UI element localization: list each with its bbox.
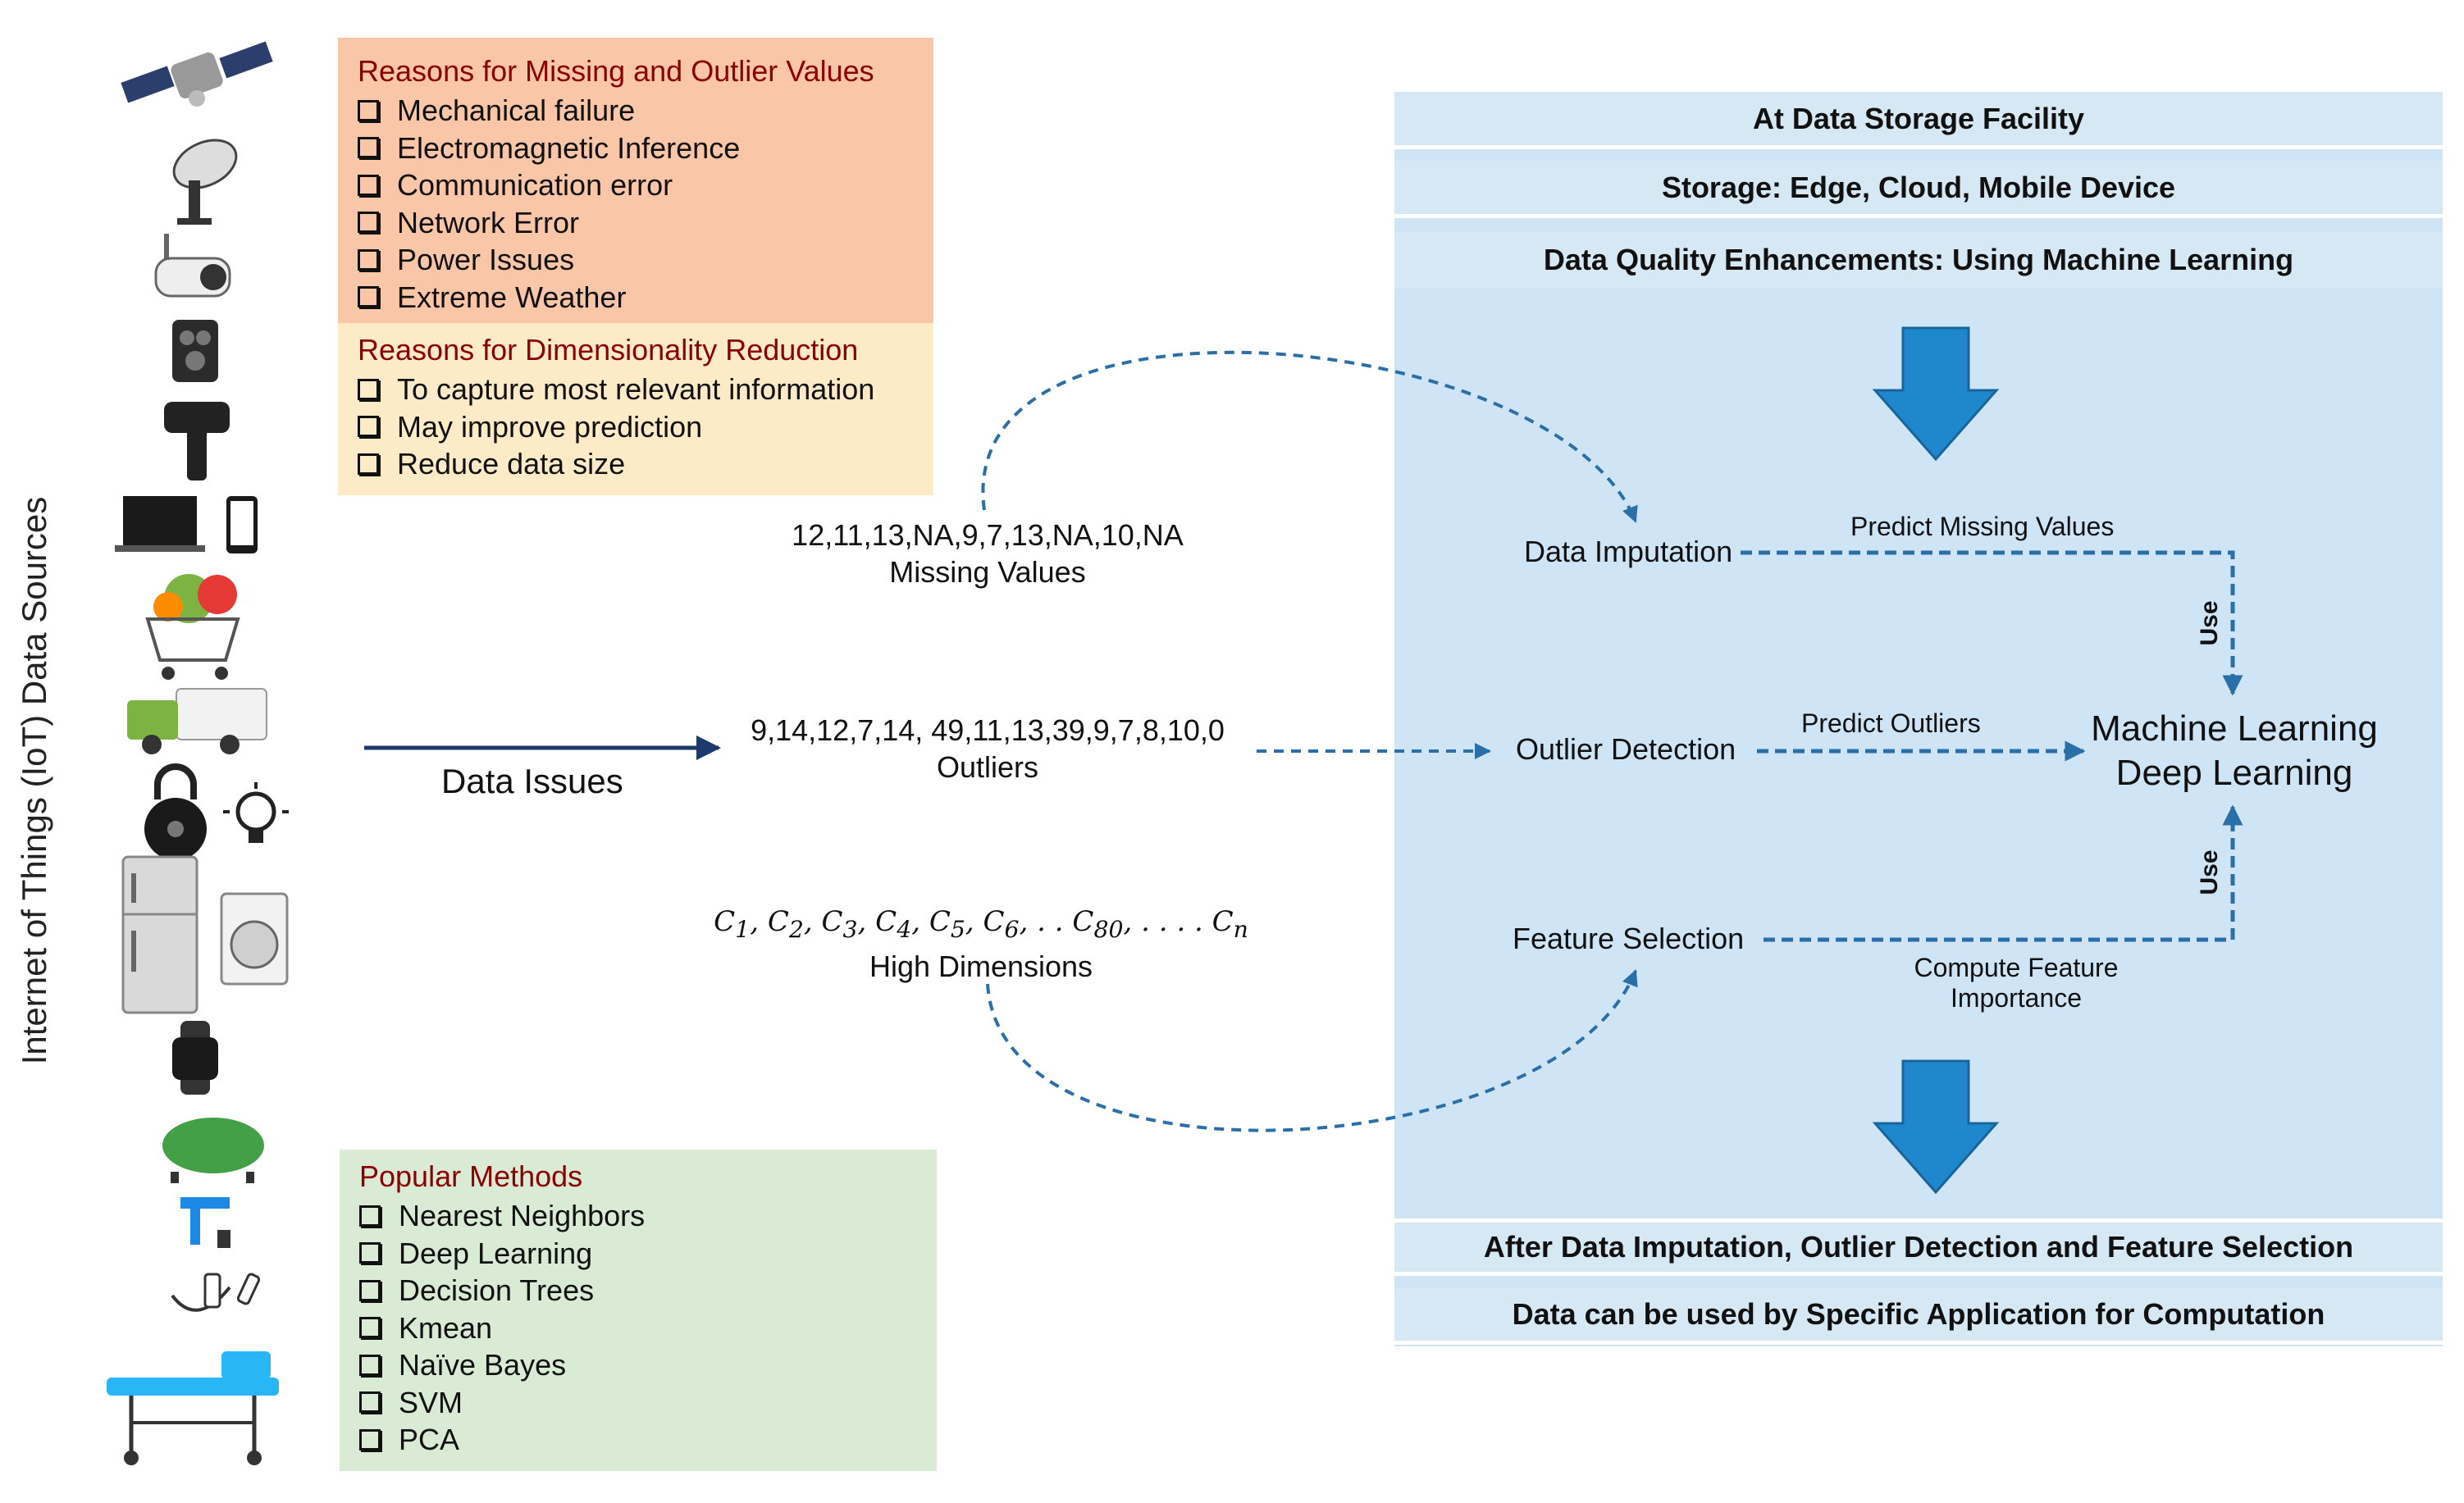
deep-learning-label: Deep Learning xyxy=(2115,753,2353,793)
missing-values-caption: Missing Values xyxy=(889,555,1086,589)
surveillance-camera-icon xyxy=(172,320,218,382)
medical-sensor-icon xyxy=(171,1273,261,1312)
use-label-bottom: Use xyxy=(2196,849,2223,895)
checkbox-bullet-icon xyxy=(359,1428,381,1451)
outlier-detection-node: Outlier Detection xyxy=(1516,732,1736,766)
list-item: May improve prediction xyxy=(358,408,914,446)
satellite-icon xyxy=(121,41,273,107)
popular-methods-box: Popular Methods Nearest Neighbors Deep L… xyxy=(340,1150,937,1471)
outliers-caption: Outliers xyxy=(936,750,1039,784)
list-item: To capture most relevant information xyxy=(358,371,914,408)
checkbox-bullet-icon xyxy=(358,174,379,196)
feature-columns-formula: C1, C2, C3, C4, C5, C6, . . C80, . . . .… xyxy=(714,905,1248,943)
list-item: Mechanical failure xyxy=(358,92,914,130)
down-arrow-icon xyxy=(1872,326,2000,462)
light-bulb-icon xyxy=(223,782,289,843)
checkbox-bullet-icon xyxy=(358,416,379,438)
data-imputation-node: Data Imputation xyxy=(1524,535,1733,568)
dimensionality-reduction-list: To capture most relevant information May… xyxy=(358,371,914,483)
checkbox-bullet-icon xyxy=(358,99,379,121)
missing-outlier-reasons-title: Reasons for Missing and Outlier Values xyxy=(358,54,874,88)
missing-to-imputation-arrow xyxy=(981,350,1638,523)
delivery-truck-icon xyxy=(127,688,267,754)
missing-values-group: 12,11,13,NA,9,7,13,NA,10,NA Missing Valu… xyxy=(792,517,1184,590)
gas-tank-icon xyxy=(162,1118,264,1183)
checkbox-bullet-icon xyxy=(359,1391,381,1414)
satellite-dish-icon xyxy=(172,139,238,225)
security-camera-icon xyxy=(154,234,231,298)
missing-outlier-reasons-list: Mechanical failure Electromagnetic Infer… xyxy=(358,92,914,316)
checkbox-bullet-icon xyxy=(359,1279,381,1301)
checkbox-bullet-icon xyxy=(358,453,379,475)
down-arrow-icon xyxy=(1872,1059,2000,1195)
machine-learning-label: Machine Learning xyxy=(2091,708,2378,749)
outliers-sequence: 9,14,12,7,14, 49,11,13,39,9,7,8,10,0 xyxy=(751,713,1225,747)
list-item: Deep Learning xyxy=(359,1235,917,1273)
smartwatch-icon xyxy=(172,1021,218,1095)
feature-importance-connector xyxy=(1764,804,2243,942)
checkbox-bullet-icon xyxy=(358,212,379,234)
dimensionality-reduction-box: Reasons for Dimensionality Reduction To … xyxy=(338,323,933,495)
icon-column xyxy=(107,41,289,1465)
missing-values-sequence: 12,11,13,NA,9,7,13,NA,10,NA xyxy=(792,518,1184,552)
checkbox-bullet-icon xyxy=(359,1354,381,1376)
list-item: Reduce data size xyxy=(358,445,914,483)
list-item: Communication error xyxy=(358,166,914,204)
list-item: Extreme Weather xyxy=(358,279,914,317)
laptop-icon xyxy=(115,496,205,552)
quality-enhancement-band: Data Quality Enhancements: Using Machine… xyxy=(1394,231,2443,289)
data-issues-label: Data Issues xyxy=(441,762,623,800)
compute-importance-label: Compute Feature Importance xyxy=(1914,953,2119,1013)
checkbox-bullet-icon xyxy=(358,137,379,159)
list-item: Decision Trees xyxy=(359,1272,917,1309)
checkbox-bullet-icon xyxy=(359,1317,381,1339)
predict-missing-label: Predict Missing Values xyxy=(1850,512,2115,541)
checkbox-bullet-icon xyxy=(358,286,379,308)
storage-facility-band: At Data Storage Facility xyxy=(1394,92,2443,149)
smart-lock-icon xyxy=(144,763,207,860)
list-item: Electromagnetic Inference xyxy=(358,130,914,167)
ambulance-stretcher-icon xyxy=(107,1351,279,1465)
barcode-scanner-icon xyxy=(164,402,230,481)
feature-selection-node: Feature Selection xyxy=(1513,922,1745,955)
checkbox-bullet-icon xyxy=(358,378,379,400)
list-item: Network Error xyxy=(358,204,914,242)
predict-outliers-label: Predict Outliers xyxy=(1801,708,1981,738)
washing-machine-icon xyxy=(220,892,289,986)
list-item: Naïve Bayes xyxy=(359,1346,917,1384)
checkbox-bullet-icon xyxy=(359,1242,381,1264)
after-processing-band: After Data Imputation, Outlier Detection… xyxy=(1394,1218,2443,1276)
ml-dl-node: Machine Learning Deep Learning xyxy=(2091,707,2378,795)
application-usage-band: Data can be used by Specific Application… xyxy=(1394,1287,2443,1345)
high-dimensions-caption: High Dimensions xyxy=(869,949,1093,983)
dimensions-to-feature-selection-arrow xyxy=(986,969,1638,1132)
list-item: PCA xyxy=(359,1421,917,1459)
list-item: Kmean xyxy=(359,1309,917,1347)
outliers-group: 9,14,12,7,14, 49,11,13,39,9,7,8,10,0 Out… xyxy=(751,712,1225,786)
high-dimensions-group: C1, C2, C3, C4, C5, C6, . . C80, . . . .… xyxy=(714,904,1248,985)
storage-types-band: Storage: Edge, Cloud, Mobile Device xyxy=(1394,161,2443,218)
shopping-cart-icon xyxy=(145,574,240,680)
checkbox-bullet-icon xyxy=(358,248,379,271)
water-tap-icon xyxy=(180,1197,230,1248)
refrigerator-icon xyxy=(121,855,198,1014)
predict-missing-connector xyxy=(1741,550,2243,696)
checkbox-bullet-icon xyxy=(359,1205,381,1227)
popular-methods-title: Popular Methods xyxy=(359,1159,583,1193)
smartphone-icon xyxy=(226,496,258,553)
dimensionality-reduction-title: Reasons for Dimensionality Reduction xyxy=(358,333,859,367)
missing-outlier-reasons-box: Reasons for Missing and Outlier Values M… xyxy=(338,38,933,323)
list-item: Nearest Neighbors xyxy=(359,1197,917,1235)
list-item: SVM xyxy=(359,1384,917,1422)
popular-methods-list: Nearest Neighbors Deep Learning Decision… xyxy=(359,1197,917,1459)
list-item: Power Issues xyxy=(358,241,914,279)
use-label-top: Use xyxy=(2196,600,2223,646)
